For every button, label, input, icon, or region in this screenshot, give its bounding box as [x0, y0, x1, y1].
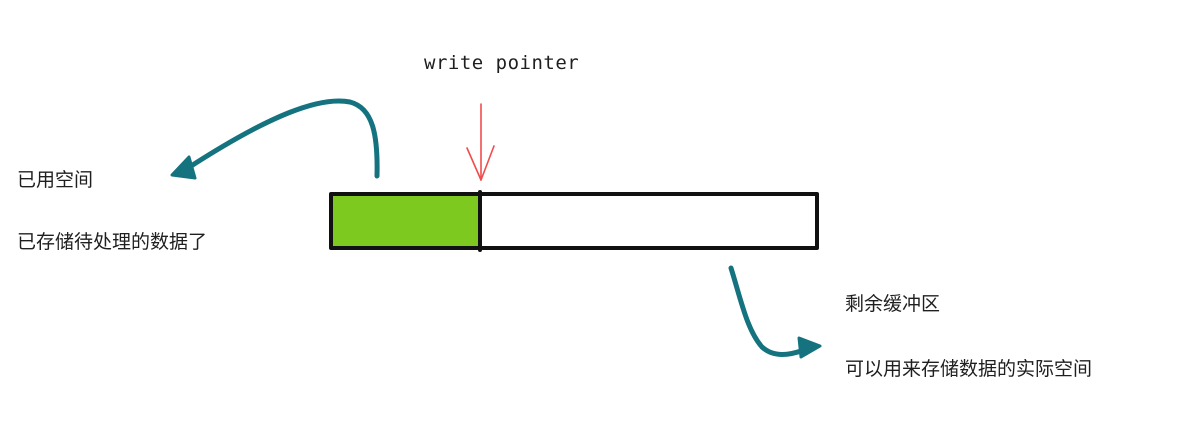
write-pointer-arrow-icon [466, 103, 495, 181]
used-space-callout-arrow [170, 98, 380, 180]
write-pointer-label: write pointer [424, 52, 580, 74]
remaining-space-title: 剩余缓冲区 [845, 293, 941, 315]
remaining-space-description: 可以用来存储数据的实际空间 [845, 358, 1093, 380]
remaining-space-segment [480, 195, 816, 247]
buffer-outline [329, 192, 819, 250]
used-space-description: 已存储待处理的数据了 [17, 231, 208, 253]
used-space-segment [331, 195, 480, 247]
used-space-title: 已用空间 [17, 169, 94, 191]
remaining-space-callout-arrow [728, 265, 822, 359]
